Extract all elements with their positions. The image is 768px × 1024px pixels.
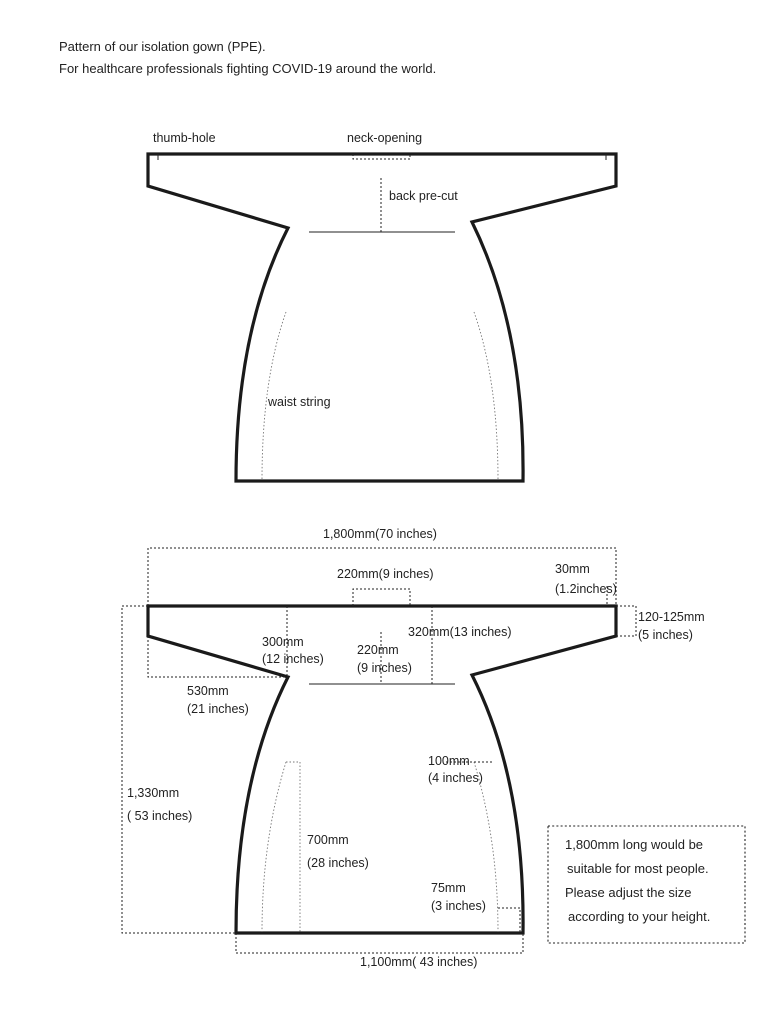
neck-width-label: 220mm(9 inches) xyxy=(337,567,434,581)
back-cut-label-b: (9 inches) xyxy=(357,661,412,675)
string-length-mark xyxy=(286,761,301,933)
back-cut-label-a: 220mm xyxy=(357,643,399,657)
sleeve-label-b: (5 inches) xyxy=(638,628,693,642)
waist-string-label: waist string xyxy=(267,395,331,409)
dim-total-length xyxy=(121,605,236,934)
armhole-label-b: (12 inches) xyxy=(262,652,324,666)
intro-line-2: For healthcare professionals fighting CO… xyxy=(59,61,437,76)
sleeve-length-label-b: (21 inches) xyxy=(187,702,249,716)
neck-opening-label: neck-opening xyxy=(347,131,422,145)
top-gown-diagram: thumb-hole neck-opening back pre-cut wai… xyxy=(146,131,618,483)
hem-offset-label-b: (3 inches) xyxy=(431,899,486,913)
intro-line-1: Pattern of our isolation gown (PPE). xyxy=(59,39,266,54)
slit-width-label: 320mm(13 inches) xyxy=(408,625,512,639)
shoulder-label-b: (1.2inches) xyxy=(555,582,617,596)
waist-string-right xyxy=(473,311,499,481)
sleeve-length-label-a: 530mm xyxy=(187,684,229,698)
top-gown-outline xyxy=(146,152,618,483)
hem-width-label: 1,100mm( 43 inches) xyxy=(360,955,477,969)
string-offset-label-a: 100mm xyxy=(428,754,470,768)
note-line-1: 1,800mm long would be xyxy=(565,837,703,852)
dim-total-width xyxy=(147,547,617,606)
note-line-4: according to your height. xyxy=(568,909,710,924)
total-length-label-a: 1,330mm xyxy=(127,786,179,800)
note-line-2: suitable for most people. xyxy=(567,861,709,876)
shoulder-label-a: 30mm xyxy=(555,562,590,576)
waist-string-right-bottom xyxy=(473,761,499,933)
dim-sleeve-end xyxy=(616,605,637,637)
back-pre-cut-label: back pre-cut xyxy=(389,189,458,203)
sizing-note: 1,800mm long would be suitable for most … xyxy=(547,825,746,944)
waist-string-left xyxy=(261,311,287,481)
dim-neck-width xyxy=(352,588,411,606)
thumb-hole-label: thumb-hole xyxy=(153,131,216,145)
armhole-label-a: 300mm xyxy=(262,635,304,649)
total-length-label-b: ( 53 inches) xyxy=(127,809,192,823)
bottom-gown-diagram: 1,800mm(70 inches) 220mm(9 inches) 30mm … xyxy=(121,527,705,969)
sleeve-label-a: 120-125mm xyxy=(638,610,705,624)
sizing-note-box xyxy=(547,825,746,944)
hem-offset-label-a: 75mm xyxy=(431,881,466,895)
string-offset-label-b: (4 inches) xyxy=(428,771,483,785)
total-width-label: 1,800mm(70 inches) xyxy=(323,527,437,541)
dim-sleeve-length xyxy=(147,636,288,678)
string-length-label-a: 700mm xyxy=(307,833,349,847)
neck-opening-mark xyxy=(352,154,411,160)
string-length-label-b: (28 inches) xyxy=(307,856,369,870)
bottom-gown-outline xyxy=(146,604,618,935)
intro-text: Pattern of our isolation gown (PPE). For… xyxy=(59,36,436,80)
dim-hem-offset xyxy=(498,907,521,933)
waist-string-left-bottom xyxy=(261,761,287,933)
note-line-3: Please adjust the size xyxy=(565,885,691,900)
dim-hem-width xyxy=(235,933,524,954)
